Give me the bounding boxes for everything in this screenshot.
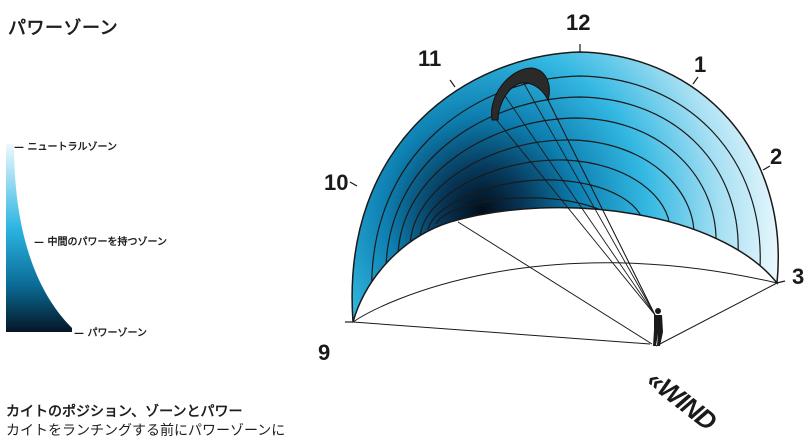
- legend-power: — パワーゾーン: [74, 328, 147, 339]
- legend-middle: — 中間のパワーを持つゾーン: [34, 237, 167, 248]
- clock-ticks: [345, 44, 786, 323]
- clock-label-12: 12: [566, 10, 590, 35]
- legend-neutral: — ニュートラルゾーン: [14, 142, 117, 153]
- kite-lines: [494, 79, 656, 316]
- power-zone-arcs: [371, 75, 761, 301]
- rider-icon: [653, 308, 663, 346]
- clock-label-10: 10: [324, 170, 348, 195]
- window-base-lines: [352, 221, 778, 347]
- clock-label-1: 1: [694, 52, 706, 77]
- page-title: パワーゾーン: [8, 18, 119, 39]
- power-gradient-legend: [6, 144, 72, 332]
- legend-neutral-label: ニュートラルゾーン: [27, 142, 117, 153]
- clock-label-11: 11: [418, 46, 441, 71]
- clock-label-3: 3: [792, 264, 804, 289]
- legend-middle-label: 中間のパワーを持つゾーン: [47, 237, 167, 248]
- clock-label-9: 9: [318, 340, 330, 365]
- caption-title: カイトのポジション、ゾーンとパワー: [6, 404, 243, 420]
- kite-icon: [491, 67, 550, 121]
- wind-window-dome: [351, 51, 779, 323]
- legend-power-label: パワーゾーン: [87, 328, 147, 339]
- clock-label-2: 2: [770, 144, 782, 169]
- caption-text: カイトをランチングする前にパワーゾーンに: [6, 423, 286, 439]
